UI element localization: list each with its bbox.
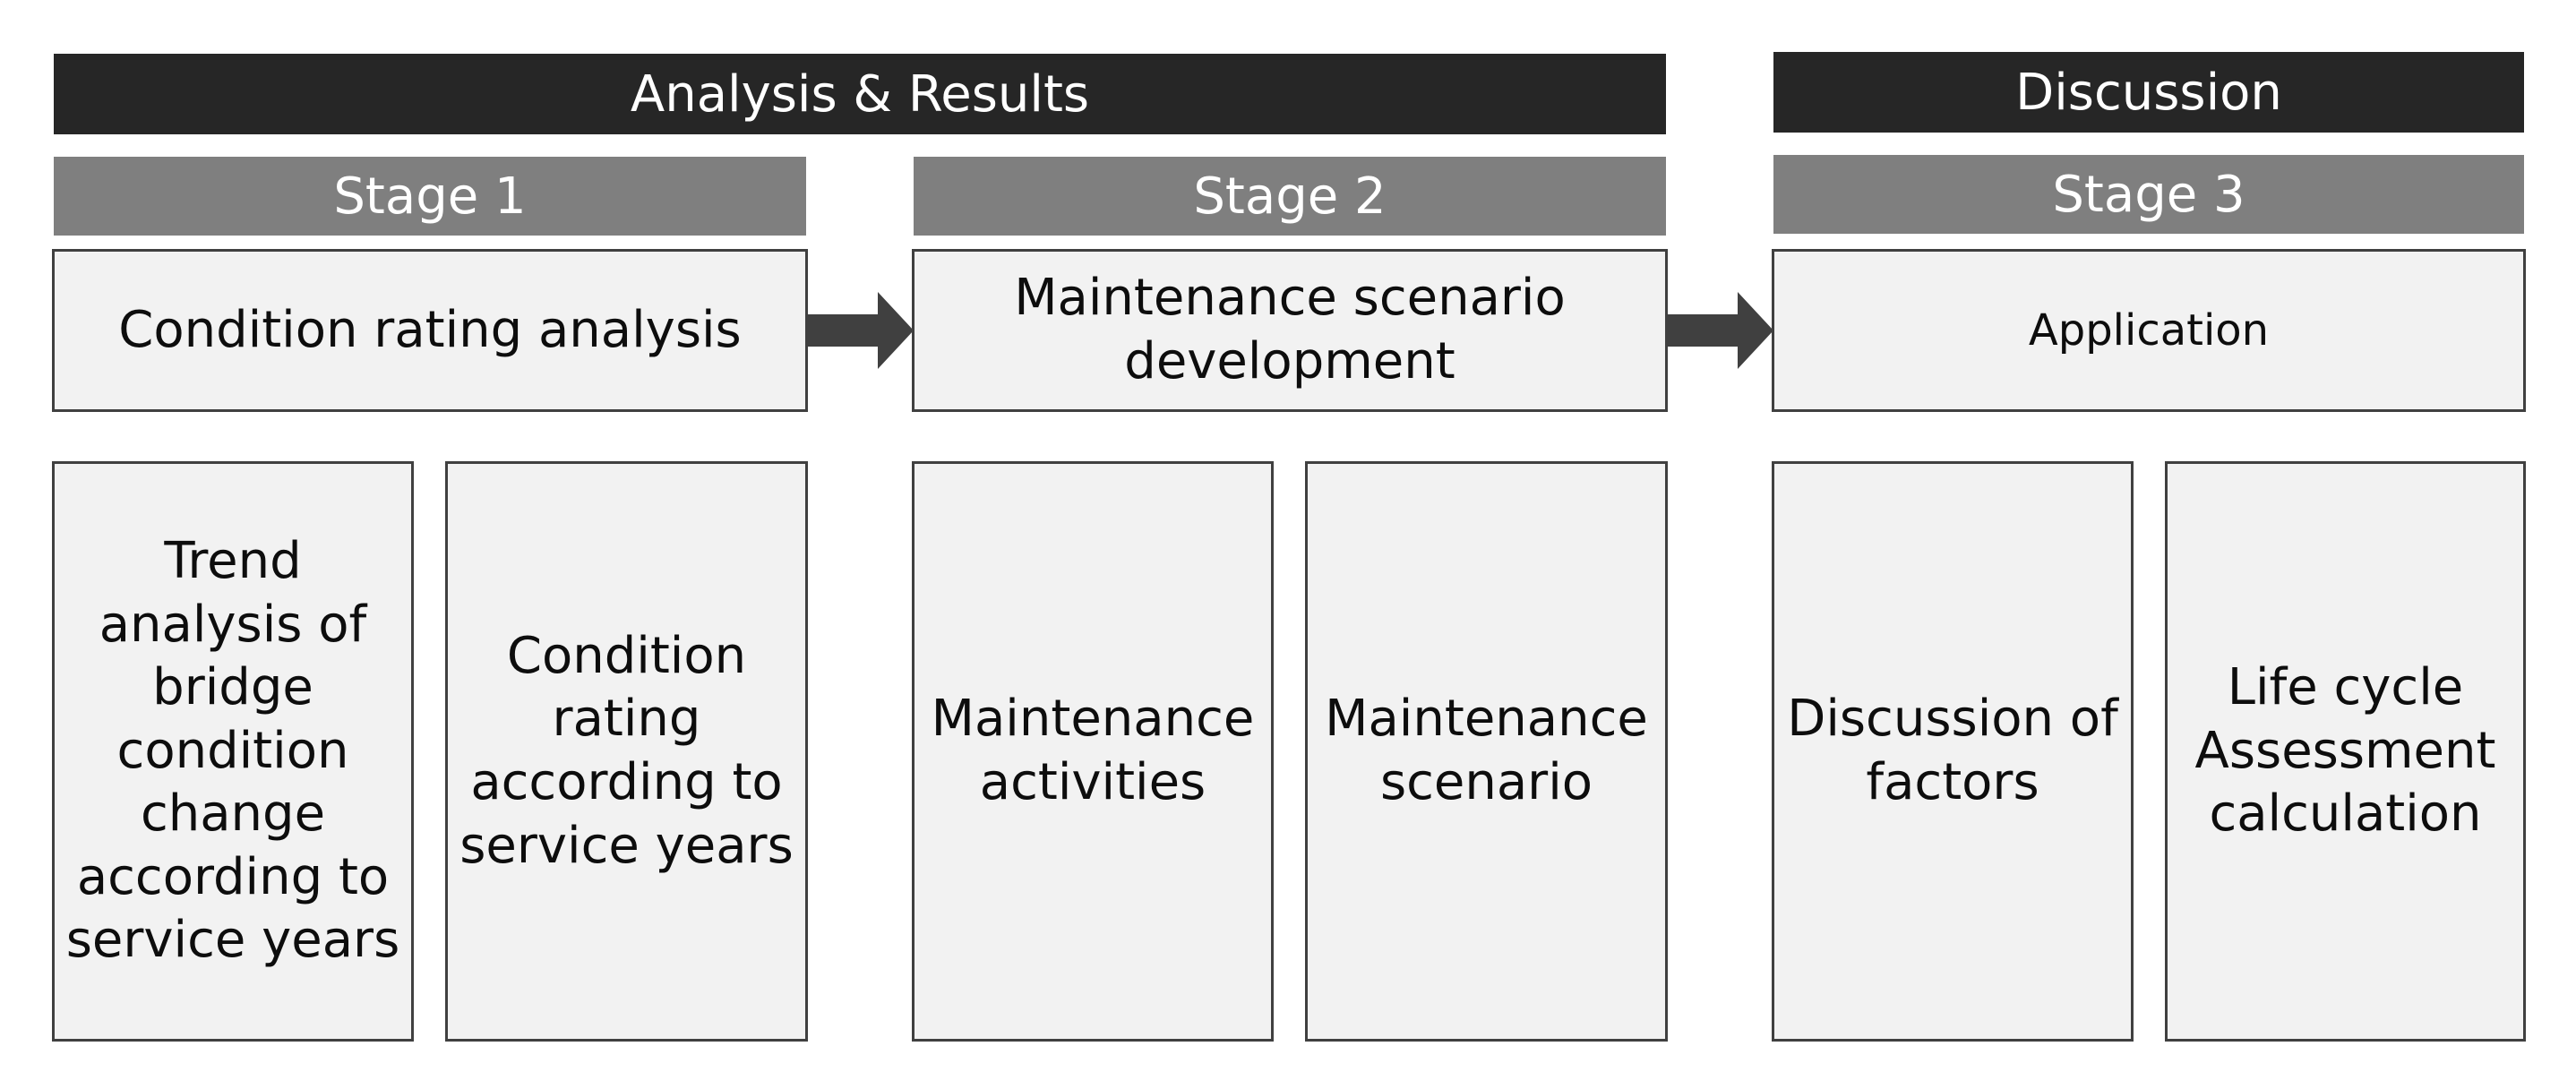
box-application-label: Application xyxy=(2028,304,2270,356)
box-condition-rating-analysis-label: Condition rating analysis xyxy=(118,300,742,359)
stage-3-bar: Stage 3 xyxy=(1773,155,2524,234)
box-condition-rating-service-years-label: Condition rating according to service ye… xyxy=(459,626,794,875)
box-maintenance-scenario-development-label: Maintenance scenario development xyxy=(1014,269,1566,390)
box-lca-calculation: Life cycle Assessment calculation xyxy=(2165,461,2526,1042)
header-analysis-results: Analysis & Results xyxy=(54,54,1666,134)
box-lca-calculation-label: Life cycle Assessment calculation xyxy=(2194,658,2496,844)
box-trend-analysis-label: Trend analysis of bridge condition chang… xyxy=(65,532,400,970)
box-trend-analysis: Trend analysis of bridge condition chang… xyxy=(52,461,414,1042)
box-discussion-of-factors: Discussion of factors xyxy=(1772,461,2134,1042)
box-maintenance-scenario-development: Maintenance scenario development xyxy=(912,249,1668,412)
box-maintenance-scenario: Maintenance scenario xyxy=(1305,461,1668,1042)
stage-1-bar: Stage 1 xyxy=(54,157,806,236)
arrow-right-icon xyxy=(1666,292,1773,369)
arrow-right-icon xyxy=(806,292,914,369)
box-application: Application xyxy=(1772,249,2526,412)
box-discussion-of-factors-label: Discussion of factors xyxy=(1787,690,2118,811)
box-maintenance-scenario-label: Maintenance scenario xyxy=(1325,690,1648,811)
header-discussion: Discussion xyxy=(1773,52,2524,133)
box-maintenance-activities: Maintenance activities xyxy=(912,461,1274,1042)
box-condition-rating-service-years: Condition rating according to service ye… xyxy=(445,461,808,1042)
box-maintenance-activities-label: Maintenance activities xyxy=(931,690,1255,811)
stage-2-bar: Stage 2 xyxy=(914,157,1666,236)
box-condition-rating-analysis: Condition rating analysis xyxy=(52,249,808,412)
